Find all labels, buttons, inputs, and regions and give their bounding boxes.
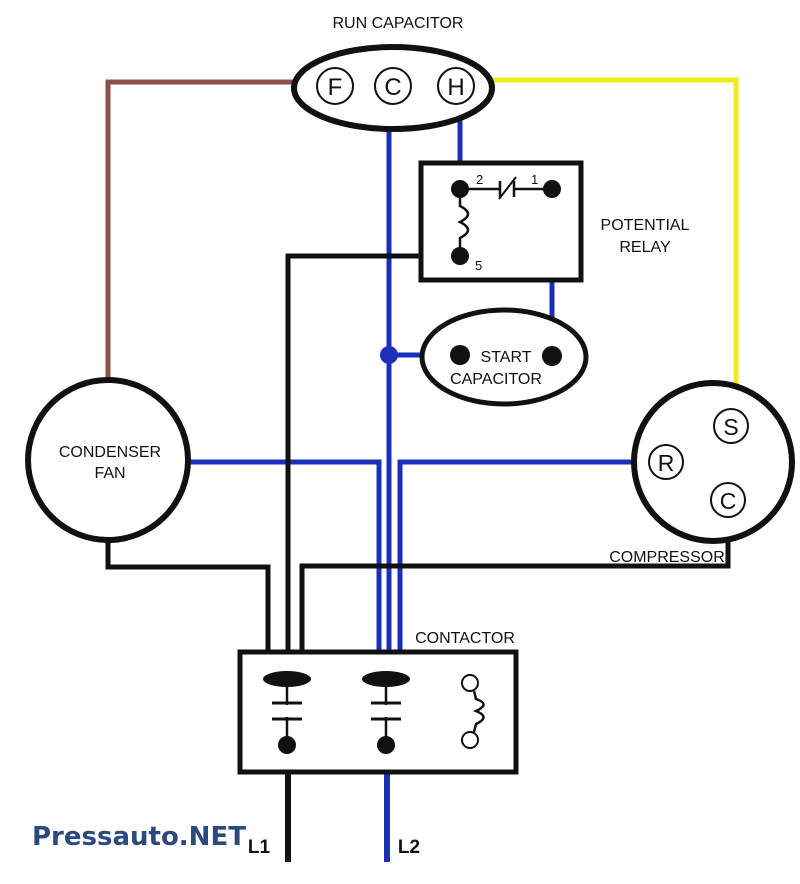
common-junction-dot bbox=[380, 346, 398, 364]
contactor-pole-l2-gap bbox=[381, 705, 391, 717]
start-cap-label-line2: CAPACITOR bbox=[450, 371, 542, 388]
condenser-fan-label-line1: CONDENSER bbox=[59, 444, 161, 461]
run-capacitor-label: RUN CAPACITOR bbox=[333, 15, 464, 32]
relay5-to-contactor-wire bbox=[285, 253, 460, 680]
run-cap-terminal-c bbox=[374, 67, 412, 105]
relay-label-line2: RELAY bbox=[619, 239, 671, 256]
run-cap-terminal-h bbox=[437, 67, 475, 105]
run-cap-terminal-c-label: C bbox=[384, 74, 401, 101]
relay-terminal-2 bbox=[451, 180, 469, 198]
start-cap-terminal-left bbox=[450, 345, 470, 365]
compressor-terminal-s-label: S bbox=[723, 414, 738, 440]
contactor-pole-l2-top bbox=[362, 671, 410, 687]
compressor-r-wire bbox=[397, 459, 655, 680]
relay-terminal-2-label: 2 bbox=[476, 172, 483, 187]
contactor-pole-l2-terminal bbox=[377, 736, 395, 754]
compressor-terminal-c-label: C bbox=[720, 488, 737, 514]
condenser-fan-label-line2: FAN bbox=[94, 465, 125, 482]
l2-label: L2 bbox=[398, 837, 420, 858]
compressor-terminal-c bbox=[710, 482, 746, 518]
start-capacitor-body bbox=[419, 307, 589, 407]
run-cap-terminal-f bbox=[316, 67, 354, 105]
relay-box bbox=[418, 160, 584, 283]
compressor-label: COMPRESSOR bbox=[609, 549, 725, 566]
start-cap-label-line1: START bbox=[481, 349, 532, 366]
contactor-label: CONTACTOR bbox=[415, 630, 515, 647]
compressor-body bbox=[631, 380, 795, 544]
run-cap-terminal-h-label: H bbox=[447, 74, 464, 101]
l1-label: L1 bbox=[248, 837, 271, 858]
potential-relay: 2 1 5 POTENTIAL RELAY bbox=[418, 160, 690, 283]
contactor-pole-l1-top bbox=[263, 671, 311, 687]
condenser-fan: CONDENSER FAN bbox=[25, 377, 191, 543]
contactor-coil-terminal-bottom bbox=[461, 731, 479, 749]
fan-wire-brown bbox=[105, 79, 318, 393]
run-cap-terminal-f-label: F bbox=[328, 74, 343, 101]
fan-common-wire bbox=[190, 459, 382, 680]
contactor-pole-l1-terminal bbox=[278, 736, 296, 754]
herm-wire-yellow bbox=[470, 77, 739, 405]
start-cap-terminal-right bbox=[542, 346, 562, 366]
relay-terminal-5 bbox=[451, 247, 469, 265]
relay-contact-slash bbox=[498, 176, 517, 200]
compressor: S R C COMPRESSOR bbox=[609, 380, 795, 566]
relay-terminal-5-label: 5 bbox=[475, 258, 482, 273]
condenser-fan-body bbox=[25, 377, 191, 543]
start-capacitor: START CAPACITOR bbox=[419, 307, 589, 407]
compressor-terminal-r-label: R bbox=[658, 450, 675, 476]
compressor-terminal-s bbox=[713, 408, 749, 444]
watermark-text: Pressauto.NET bbox=[32, 822, 246, 852]
contactor: CONTACTOR bbox=[237, 630, 519, 775]
contactor-coil-terminal-top bbox=[461, 674, 479, 692]
fan-line-wire bbox=[105, 525, 271, 680]
relay-label-line1: POTENTIAL bbox=[601, 217, 690, 234]
relay-coil-symbol bbox=[457, 190, 470, 256]
contactor-box bbox=[237, 649, 519, 775]
run-capacitor: RUN CAPACITOR F C H bbox=[291, 15, 495, 132]
relay-terminal-1-label: 1 bbox=[531, 172, 538, 187]
contactor-pole-l1-gap bbox=[282, 705, 292, 717]
compressor-terminal-r bbox=[648, 444, 684, 480]
contactor-coil-symbol bbox=[472, 690, 485, 733]
relay-terminal-1 bbox=[543, 180, 561, 198]
